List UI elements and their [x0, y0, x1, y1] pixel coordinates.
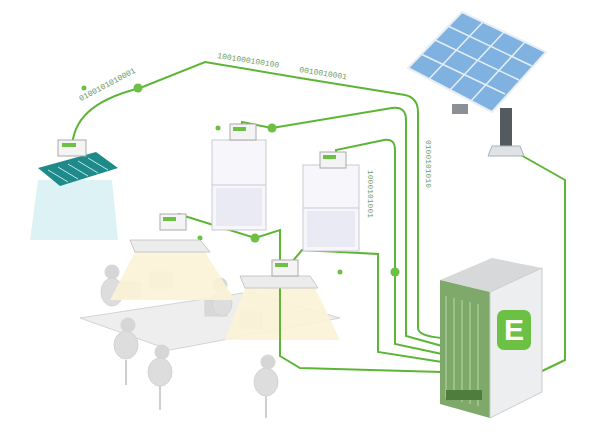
binary-stream: 1001000100100: [217, 52, 280, 70]
light-fixture: [130, 214, 318, 288]
binary-stream: 0100101010001: [78, 67, 137, 103]
binary-stream: 0100101010: [424, 140, 432, 188]
signal-dot: [82, 84, 400, 277]
solar-panel: [408, 12, 546, 156]
logo-badge: E: [497, 310, 531, 350]
server-cabinet: [440, 258, 542, 418]
window-unit: [212, 124, 359, 251]
logo-letter: E: [504, 315, 524, 345]
ceiling-unit: [38, 140, 118, 186]
binary-stream: 1000101001: [366, 170, 374, 218]
